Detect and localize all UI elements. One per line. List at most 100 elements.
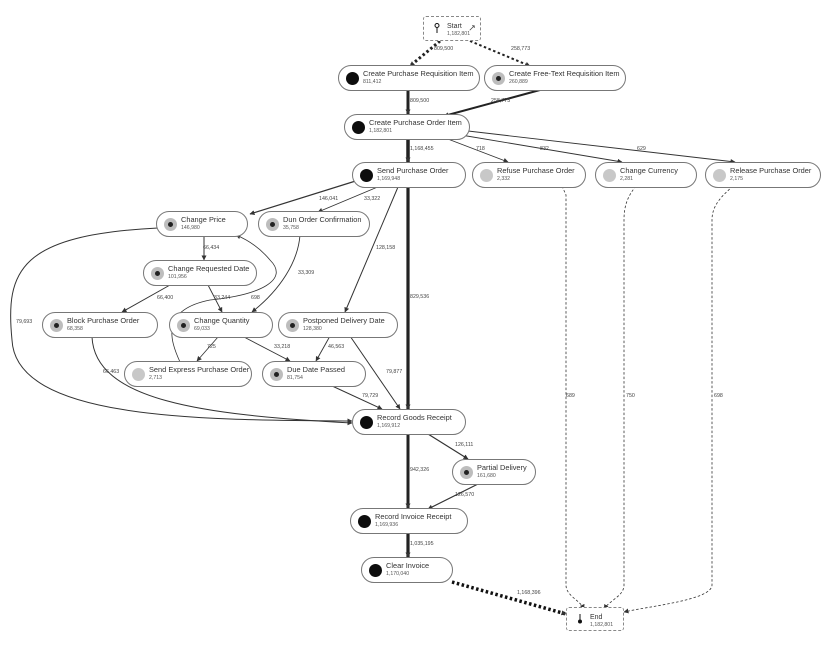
node-label: Release Purchase Order xyxy=(730,166,812,175)
node-count: 35,758 xyxy=(283,225,299,231)
edge-crd-bpo[interactable] xyxy=(121,284,171,313)
edge-spo-doc[interactable] xyxy=(317,185,381,213)
node-change-requested-date[interactable]: Change Requested Date 101,956 xyxy=(143,260,257,286)
edge-spo-pdd[interactable] xyxy=(344,186,399,313)
edge-label: 258,773 xyxy=(491,98,511,104)
node-due-date-passed[interactable]: Due Date Passed 81,754 xyxy=(262,361,366,387)
node-count: 1,170,040 xyxy=(386,571,410,577)
edge-rlpo-end[interactable] xyxy=(623,185,734,614)
edge-cc-end[interactable] xyxy=(603,185,637,610)
node-change-quantity[interactable]: Change Quantity 69,033 xyxy=(169,312,273,338)
node-count: 2,175 xyxy=(730,176,743,182)
edge-cq-ddp[interactable] xyxy=(243,336,291,362)
node-count: 1,169,912 xyxy=(377,423,401,429)
edge-ci-end[interactable] xyxy=(451,580,567,616)
node-start[interactable]: Start 1,182,801 xyxy=(423,16,481,41)
node-send-purchase-order[interactable]: Send Purchase Order 1,169,948 xyxy=(352,162,466,188)
node-create-purchase-order-item[interactable]: Create Purchase Order Item 1,182,801 xyxy=(344,114,470,140)
edge-label: 66,400 xyxy=(157,295,174,301)
edge-label: 829,536 xyxy=(410,294,430,300)
node-count: 2,332 xyxy=(497,176,510,182)
node-label: Due Date Passed xyxy=(287,365,345,374)
collapse-icon[interactable] xyxy=(469,25,475,31)
edge-label: 689 xyxy=(566,393,575,399)
edge-cpoi-cc[interactable] xyxy=(454,133,623,164)
edge-cftri-cpoi[interactable] xyxy=(443,89,541,118)
black-dot-icon xyxy=(358,515,371,528)
node-label: Change Requested Date xyxy=(168,264,250,273)
edge-pd-rir[interactable] xyxy=(427,483,479,510)
edge-cpoi-rpo[interactable] xyxy=(439,135,509,163)
node-count: 1,169,936 xyxy=(375,522,399,528)
node-release-purchase-order[interactable]: Release Purchase Order 2,175 xyxy=(705,162,821,188)
node-count: 2,281 xyxy=(620,176,633,182)
node-count: 101,956 xyxy=(168,274,187,280)
node-count: 1,182,801 xyxy=(447,31,471,37)
edge-label: 809,500 xyxy=(410,98,430,104)
edge-cq-sepo[interactable] xyxy=(196,336,219,362)
edge-label: 128,158 xyxy=(376,245,396,251)
node-send-express-purchase-order[interactable]: Send Express Purchase Order 2,713 xyxy=(124,361,252,387)
node-dun-order-confirmation[interactable]: Dun Order Confirmation 35,758 xyxy=(258,211,370,237)
node-count: 81,754 xyxy=(287,375,303,381)
node-count: 146,980 xyxy=(181,225,200,231)
light-dot-icon xyxy=(713,169,726,182)
node-label: Block Purchase Order xyxy=(67,316,140,325)
edge-ddp-rgr[interactable] xyxy=(329,384,383,410)
edge-spo-cp[interactable] xyxy=(249,178,363,216)
black-dot-icon xyxy=(360,416,373,429)
node-change-currency[interactable]: Change Currency 2,281 xyxy=(595,162,697,188)
node-label: Send Purchase Order xyxy=(377,166,449,175)
edge-cp-rgr[interactable] xyxy=(10,227,353,424)
edge-label: 66,434 xyxy=(203,245,220,251)
node-label: Record Goods Receipt xyxy=(377,413,452,422)
node-clear-invoice[interactable]: Clear Invoice 1,170,040 xyxy=(361,557,453,583)
ring-dot-icon xyxy=(266,218,279,231)
light-dot-icon xyxy=(603,169,616,182)
edge-start-cftri[interactable] xyxy=(469,40,531,67)
edge-label: 750 xyxy=(626,393,635,399)
node-postponed-delivery-date[interactable]: Postponed Delivery Date 128,380 xyxy=(278,312,398,338)
node-label: Change Price xyxy=(181,215,226,224)
edge-label: 1,168,455 xyxy=(410,146,434,152)
black-dot-icon xyxy=(346,72,359,85)
node-label: Create Purchase Requisition Item xyxy=(363,69,474,78)
ring-dot-icon xyxy=(460,466,473,479)
node-label: Refuse Purchase Order xyxy=(497,166,575,175)
edge-pdd-rgr[interactable] xyxy=(349,335,401,410)
node-count: 161,680 xyxy=(477,473,496,479)
edge-cpoi-rlpo[interactable] xyxy=(467,130,736,164)
edge-label: 33,218 xyxy=(274,344,291,350)
edge-bpo-rgr[interactable] xyxy=(91,336,353,426)
edge-start-cpri[interactable] xyxy=(409,39,441,68)
node-label: Change Currency xyxy=(620,166,678,175)
node-record-goods-receipt[interactable]: Record Goods Receipt 1,169,912 xyxy=(352,409,466,435)
node-partial-delivery[interactable]: Partial Delivery 161,680 xyxy=(452,459,536,485)
node-change-price[interactable]: Change Price 146,980 xyxy=(156,211,248,237)
edge-pdd-ddp[interactable] xyxy=(315,335,331,362)
node-label: Dun Order Confirmation xyxy=(283,215,362,224)
node-create-free-text-requisition-item[interactable]: Create Free-Text Requisition Item 260,88… xyxy=(484,65,626,91)
edge-doc-cq[interactable] xyxy=(251,234,301,313)
node-label: End xyxy=(590,614,603,621)
edge-label: 126,570 xyxy=(455,492,475,498)
edge-label: 126,111 xyxy=(455,442,474,448)
ring-dot-icon xyxy=(50,319,63,332)
node-count: 69,033 xyxy=(194,326,210,332)
node-create-purchase-requisition-item[interactable]: Create Purchase Requisition Item 811,412 xyxy=(338,65,480,91)
edge-label: 832 xyxy=(540,146,549,152)
edge-crd-cq[interactable] xyxy=(207,284,223,313)
node-record-invoice-receipt[interactable]: Record Invoice Receipt 1,169,936 xyxy=(350,508,468,534)
light-dot-icon xyxy=(480,169,493,182)
light-dot-icon xyxy=(132,368,145,381)
edge-label: 1,168,396 xyxy=(517,590,541,596)
node-count: 1,169,948 xyxy=(377,176,401,182)
edge-rpo-end[interactable] xyxy=(561,185,585,610)
node-end[interactable]: End 1,182,801 xyxy=(566,607,624,631)
node-block-purchase-order[interactable]: Block Purchase Order 68,358 xyxy=(42,312,158,338)
node-label: Create Free-Text Requisition Item xyxy=(509,69,620,78)
node-refuse-purchase-order[interactable]: Refuse Purchase Order 2,332 xyxy=(472,162,586,188)
edge-rgr-pd[interactable] xyxy=(427,433,469,460)
